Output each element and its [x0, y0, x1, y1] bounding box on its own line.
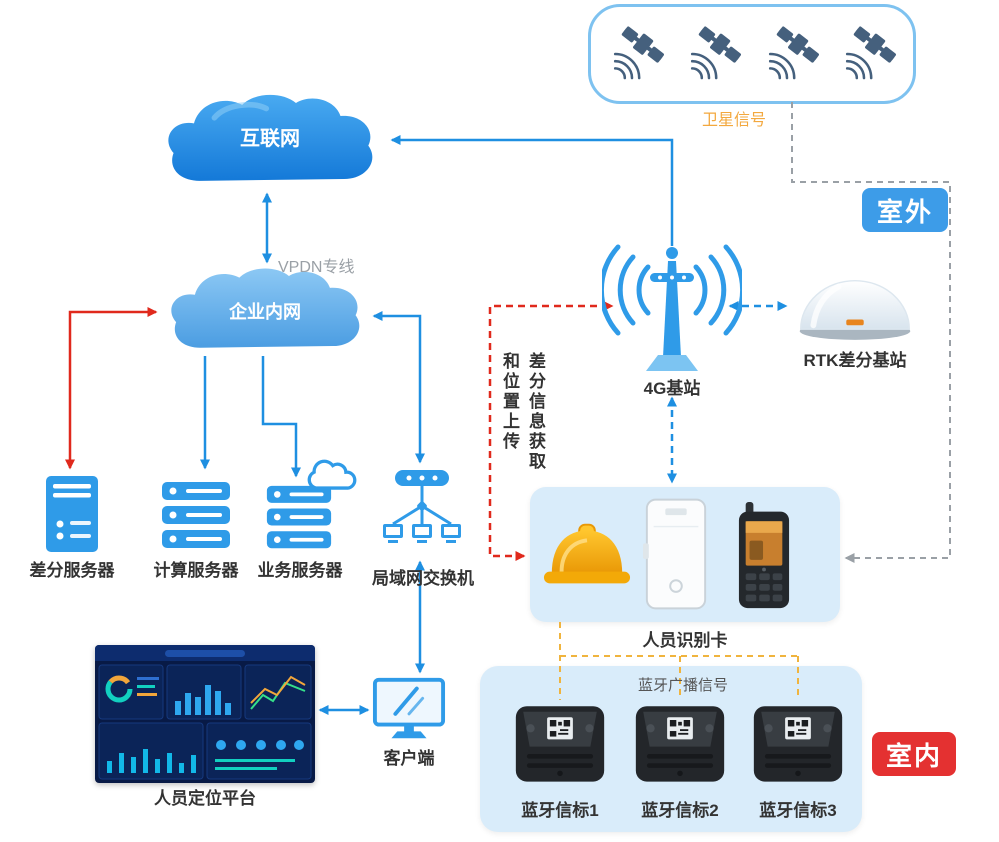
note-line-2: 和位置上传 [500, 352, 519, 452]
internet-cloud-label: 互联网 [240, 128, 300, 150]
monitor-icon [372, 677, 446, 739]
beacon-3-label: 蓝牙信标3 [759, 801, 837, 820]
biz-server-icon [266, 485, 332, 549]
biz-server-label: 业务服务器 [257, 561, 343, 580]
satellite-icon [845, 26, 896, 80]
client-label: 客户端 [383, 749, 435, 768]
bluetooth-broadcast-label: 蓝牙广播信号 [637, 677, 728, 694]
indoor-badge: 室内 [872, 732, 956, 776]
satellite-signal-label: 卫星信号 [702, 112, 767, 129]
internet-cloud [168, 94, 373, 181]
intranet-cloud [171, 268, 360, 348]
compute-server-label: 计算服务器 [153, 561, 239, 580]
beacon-icon [753, 706, 843, 782]
helmet-icon [543, 523, 631, 584]
beacon-icon [515, 706, 605, 782]
id-card-icon [642, 498, 707, 610]
vpdn-label: VPDN专线 [278, 259, 355, 276]
4g-tower-icon [602, 244, 742, 371]
diff-info-note: 差分信息获取 和位置上传 [496, 352, 548, 542]
satellite-icon [768, 26, 819, 80]
rtk-station-label: RTK差分基站 [803, 351, 907, 370]
diff-server-icon [46, 476, 98, 552]
handheld-terminal-icon [738, 502, 790, 609]
lan-switch-label: 局域网交换机 [372, 569, 474, 588]
4g-station-label: 4G基站 [643, 379, 701, 398]
intranet-cloud-label: 企业内网 [229, 302, 301, 322]
lan-switch-icon [383, 470, 461, 543]
biz-cloud-icon [307, 459, 357, 490]
beacon-2-label: 蓝牙信标2 [641, 801, 719, 820]
beacon-icon [635, 706, 725, 782]
person-card-label: 人员识别卡 [642, 631, 728, 650]
compute-server-icon [162, 482, 230, 548]
platform-label: 人员定位平台 [154, 789, 256, 808]
note-line-1: 差分信息获取 [526, 352, 545, 472]
dashboard-preview [95, 645, 315, 783]
beacon-1-label: 蓝牙信标1 [521, 801, 599, 820]
rtk-dome-icon [799, 279, 911, 340]
satellite-group-box [588, 4, 916, 104]
diff-server-label: 差分服务器 [29, 561, 115, 580]
satellite-icon [614, 26, 665, 80]
satellite-icon [691, 26, 742, 80]
outdoor-badge: 室外 [862, 188, 948, 232]
